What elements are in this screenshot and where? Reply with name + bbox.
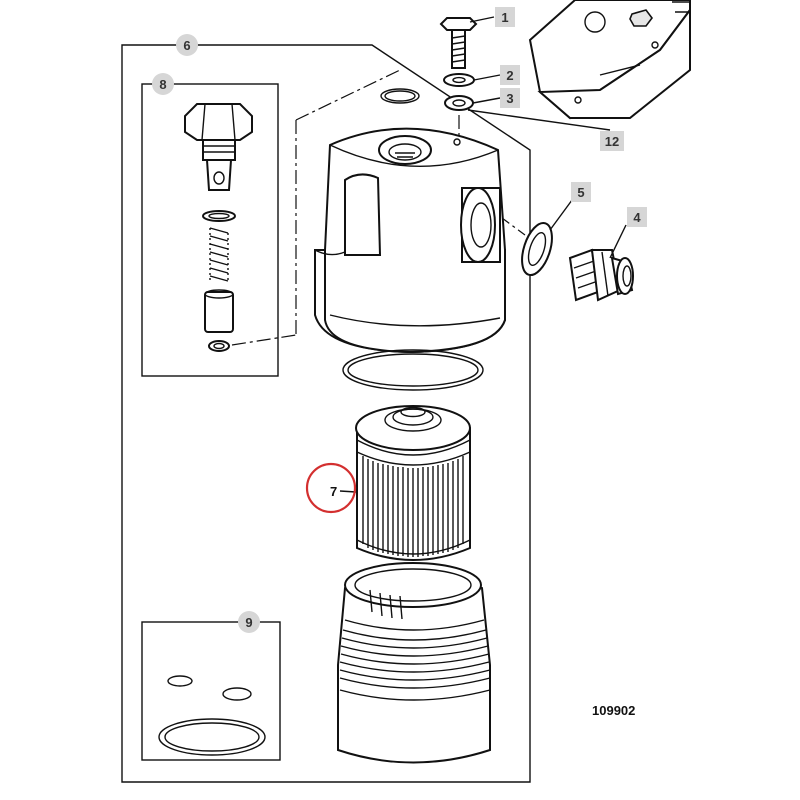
kit-8-box (141, 83, 279, 377)
svg-text:5: 5 (577, 185, 584, 200)
svg-text:3: 3 (506, 91, 513, 106)
callout-1[interactable]: 1 (495, 7, 515, 27)
filter-pleats (362, 456, 464, 557)
washer-3 (444, 95, 474, 111)
callout-3[interactable]: 3 (500, 88, 520, 108)
leader-lines (467, 16, 627, 259)
callout-9[interactable]: 9 (238, 611, 260, 633)
callout-2[interactable]: 2 (500, 65, 520, 85)
sealing-washer-5 (521, 222, 553, 276)
filter-bowl (337, 562, 491, 764)
callout-6[interactable]: 6 (176, 34, 198, 56)
head-top-o-ring (380, 88, 420, 104)
head-seal-o-ring (342, 349, 484, 391)
kit-9-box (141, 621, 281, 761)
assembly-6-outline (121, 44, 531, 783)
svg-text:12: 12 (605, 134, 619, 149)
relief-valve-parts (184, 103, 253, 352)
guide-line-kit8-bottom (231, 334, 297, 346)
callout-5[interactable]: 5 (571, 182, 591, 202)
washer-2 (443, 73, 475, 87)
svg-text:1: 1 (501, 10, 508, 25)
svg-text:9: 9 (245, 615, 252, 630)
mounting-bracket-12 (528, 0, 691, 120)
callout-8[interactable]: 8 (152, 73, 174, 95)
svg-text:7: 7 (330, 484, 337, 499)
callout-7[interactable]: 7 (330, 484, 357, 499)
seal-kit-parts (158, 675, 266, 756)
guide-line-kit8-top (295, 69, 401, 121)
callout-12[interactable]: 12 (600, 131, 624, 151)
callout-7-highlight-ring (305, 462, 357, 514)
figure-reference-number: 109902 (592, 703, 635, 718)
svg-text:4: 4 (633, 210, 641, 225)
svg-text:6: 6 (183, 38, 190, 53)
filter-element-7 (355, 405, 471, 561)
bolt-1 (439, 17, 478, 69)
filter-head (314, 127, 506, 354)
adapter-fitting-4 (568, 248, 634, 302)
svg-text:2: 2 (506, 68, 513, 83)
callout-4[interactable]: 4 (627, 207, 647, 227)
svg-text:8: 8 (159, 77, 166, 92)
